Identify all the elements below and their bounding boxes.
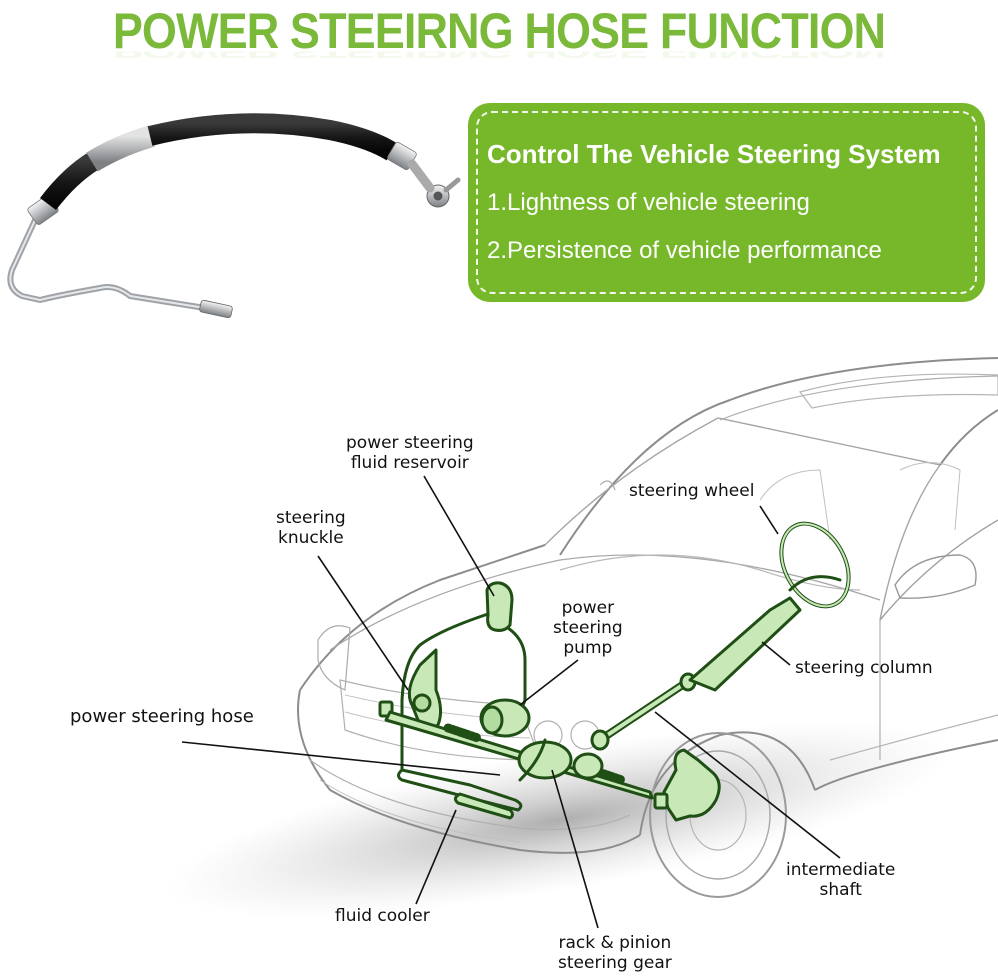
- leader-rack-pinion: [551, 769, 599, 929]
- label-line: steering column: [795, 658, 933, 678]
- label-line: steering wheel: [629, 481, 755, 501]
- label-line: steering: [276, 508, 346, 528]
- metal-tube: [7, 215, 218, 315]
- car-steering-diagram: [165, 357, 998, 929]
- label-steering-knuckle: steering knuckle: [276, 508, 346, 548]
- label-line: fluid cooler: [335, 906, 430, 926]
- leader-steering-pump: [519, 659, 579, 706]
- steering-column: [688, 596, 802, 692]
- leader-steering-knuckle: [317, 555, 409, 691]
- info-box: Control The Vehicle Steering System 1.Li…: [468, 103, 985, 302]
- rubber-hose-segment: [40, 151, 101, 211]
- label-line: power: [561, 598, 615, 618]
- label-line: power steering hose: [70, 706, 254, 727]
- leader-intermediate-shaft: [654, 711, 841, 859]
- label-line: knuckle: [277, 528, 344, 548]
- label-steering-hose: power steering hose: [70, 707, 254, 727]
- car-shadow: [165, 722, 955, 918]
- leader-steering-column: [761, 641, 791, 666]
- tube-end-fitting: [199, 299, 233, 319]
- rubber-hose-main: [147, 113, 398, 161]
- label-steering-wheel: steering wheel: [629, 481, 754, 501]
- leader-steering-wheel: [759, 505, 779, 535]
- label-line: steering gear: [558, 953, 672, 973]
- info-box-item: 2.Persistence of vehicle performance: [487, 237, 882, 264]
- steering-knuckle-right: [662, 748, 721, 822]
- label-line: power steering: [346, 433, 474, 453]
- label-steering-column: steering column: [795, 658, 933, 678]
- metal-sleeve: [86, 125, 156, 172]
- cooler-return-line: [518, 738, 547, 782]
- fluid-cooler: [453, 792, 514, 820]
- label-line: fluid reservoir: [350, 453, 469, 473]
- power-steering-hose-loop: [397, 768, 523, 812]
- label-line: intermediate: [786, 860, 896, 880]
- label-fluid-reservoir: power steering fluid reservoir: [346, 433, 474, 473]
- label-intermediate-shaft: intermediate shaft: [786, 860, 895, 900]
- leader-steering-hose: [181, 741, 501, 776]
- label-line: pump: [563, 638, 613, 658]
- label-steering-pump: power steering pump: [553, 598, 623, 658]
- title-reflection: POWER STEEIRNG HOSE FUNCTION: [112, 51, 886, 62]
- steering-system-components: [378, 521, 851, 822]
- leader-fluid-reservoir: [423, 475, 495, 597]
- steering-knuckle-left: [407, 648, 443, 729]
- label-line: rack & pinion: [558, 933, 672, 953]
- leader-fluid-cooler: [415, 809, 457, 905]
- info-box-item: 1.Lightness of vehicle steering: [487, 189, 810, 216]
- label-fluid-cooler: fluid cooler: [335, 906, 430, 926]
- label-line: steering: [553, 618, 623, 638]
- info-box-heading: Control The Vehicle Steering System: [487, 139, 941, 169]
- power-steering-hose-photo: [7, 113, 461, 319]
- page-title: POWER STEEIRNG HOSE FUNCTION: [112, 3, 886, 59]
- label-rack-pinion: rack & pinion steering gear: [558, 933, 672, 973]
- leader-lines: [181, 475, 841, 929]
- info-box-dashed-border: [476, 111, 977, 294]
- label-line: shaft: [819, 880, 862, 900]
